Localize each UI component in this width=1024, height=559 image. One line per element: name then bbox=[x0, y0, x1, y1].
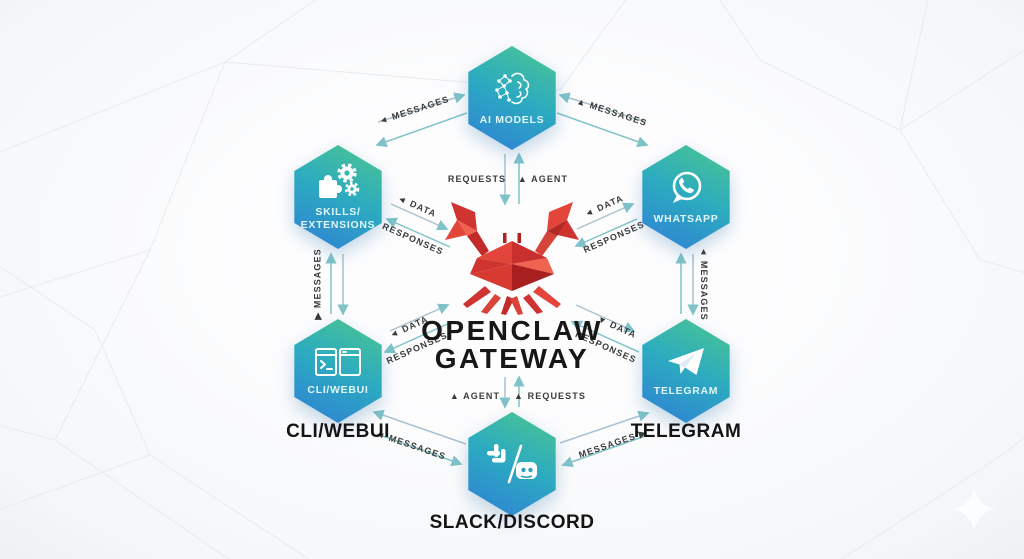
node-slack-discord bbox=[464, 412, 560, 516]
gateway-title-line1: OPENCLAW bbox=[421, 315, 603, 346]
edge-label-requests-down: REQUESTS bbox=[447, 174, 507, 184]
gateway-title-line2: GATEWAY bbox=[434, 343, 590, 374]
node-label-cli-webui: CLI/WEBUI bbox=[307, 384, 369, 396]
node-skills-extensions: SKILLS/EXTENSIONS bbox=[290, 145, 386, 249]
node-label-skills-extensions: SKILLS/EXTENSIONS bbox=[300, 205, 376, 231]
node-label-telegram: TELEGRAM bbox=[653, 385, 719, 397]
outside-label-slack-discord: SLACK/DISCORD bbox=[429, 512, 595, 533]
edge-label-messages-left: ▶ MESSAGES bbox=[312, 248, 323, 320]
node-cli-webui: CLI/WEBUI bbox=[290, 319, 386, 423]
edge-label-agent-down: ▲ AGENT bbox=[449, 391, 501, 401]
whatsapp-icon bbox=[672, 171, 702, 203]
crab-icon bbox=[445, 202, 579, 315]
edge-label-agent-up: ▲ AGENT bbox=[517, 174, 569, 184]
node-whatsapp: WHATSAPP bbox=[638, 145, 734, 249]
node-label-whatsapp: WHATSAPP bbox=[653, 213, 719, 225]
outside-label-cli-webui: CLI/WEBUI bbox=[286, 421, 390, 442]
node-ai-models: AI MODELS bbox=[464, 46, 560, 150]
node-telegram: TELEGRAM bbox=[638, 319, 734, 423]
brain-icon bbox=[495, 72, 530, 105]
node-label-ai-models: AI MODELS bbox=[479, 114, 545, 126]
edge-label-messages-right: ◄ MESSAGES bbox=[699, 247, 709, 321]
slack-discord-icon bbox=[487, 444, 537, 484]
outside-label-telegram: TELEGRAM bbox=[630, 421, 742, 442]
puzzle-gears-icon bbox=[319, 162, 360, 198]
star-watermark bbox=[952, 487, 996, 531]
terminal-browser-icon bbox=[315, 348, 361, 376]
edge-label-requests-up: ▲ REQUESTS bbox=[514, 391, 586, 401]
telegram-icon bbox=[668, 348, 704, 375]
